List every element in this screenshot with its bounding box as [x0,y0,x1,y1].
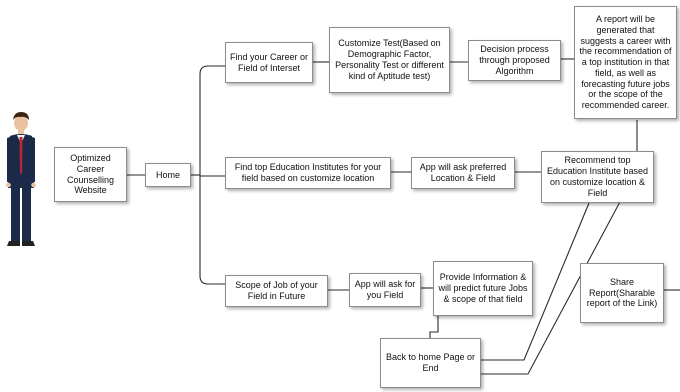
node-decision-process: Decision process through proposed Algori… [468,40,561,81]
node-label: Find top Education Institutes for your f… [234,162,382,183]
node-label: Provide Information & will predict futur… [438,272,528,304]
node-scope-of-job: Scope of Job of your Field in Future [225,275,328,307]
node-find-career: Find your Career or Field of Interset [225,42,313,83]
node-report: A report will be generated that suggests… [574,6,677,119]
node-label: Decision process through proposed Algori… [479,44,550,76]
node-share-report: Share Report(Sharable report of the Link… [580,263,664,323]
node-provide-information: Provide Information & will predict futur… [433,261,533,316]
node-label: Share Report(Sharable report of the Link… [586,276,658,309]
node-label: Find your Career or Field of Interset [229,51,309,73]
node-label: App will ask for you Field [354,279,416,300]
node-recommend-institute: Recommend top Education Institute based … [541,151,654,203]
node-find-institutes: Find top Education Institutes for your f… [225,157,391,189]
node-home: Home [145,163,191,187]
node-label: Home [155,169,180,180]
node-label: A report will be generated that suggests… [579,13,672,111]
node-label: Optimized Career Counselling Website [66,152,115,196]
node-label: Recommend top Education Institute based … [546,155,649,198]
node-back-to-home: Back to home Page or End [380,338,481,388]
node-optimized-website: Optimized Career Counselling Website [54,147,127,202]
node-label: Back to home Page or End [385,352,476,373]
node-ask-field: App will ask for you Field [349,273,421,307]
node-label: App will ask preferred Location & Field [419,162,507,183]
node-ask-location: App will ask preferred Location & Field [411,157,515,189]
node-label: Customize Test(Based on Demographic Fact… [335,38,444,81]
node-label: Scope of Job of your Field in Future [235,280,318,301]
node-customize-test: Customize Test(Based on Demographic Fact… [329,27,450,93]
businessman-illustration [6,112,36,246]
